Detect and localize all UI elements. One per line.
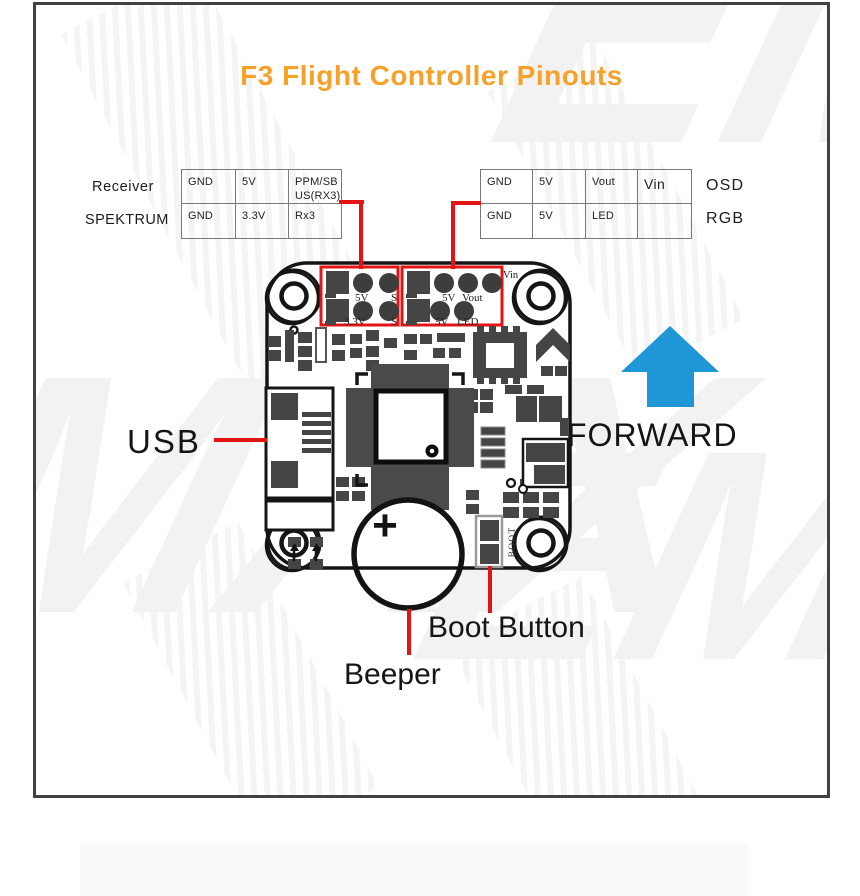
pin-cell: Rx3 <box>295 210 316 222</box>
qfp-chip <box>473 326 527 384</box>
flight-controller-board: 5V S 3.3V S 5V Vout 5V LED <box>264 261 572 611</box>
pin-cell: GND <box>182 204 236 238</box>
pin-cell: 5V <box>236 170 289 204</box>
pad-label: 5V <box>435 316 449 328</box>
pad-label: S <box>391 292 397 304</box>
usb-connector <box>264 386 335 532</box>
pin-cell <box>638 204 691 238</box>
boot-button: BOOT <box>474 477 518 569</box>
pin-cell: 5V <box>533 204 586 238</box>
diagram-frame: EMAX EMAX EMAX F3 Flight Controller Pino… <box>33 2 830 798</box>
beeper-label: Beeper <box>344 658 441 691</box>
beeper-callout-line <box>407 609 411 655</box>
pin-cell: 3.3V <box>236 204 289 238</box>
pad-label: S <box>391 316 397 328</box>
pad-label: 5V <box>442 292 456 304</box>
pin-cell: PPM/SB US(RX3) <box>289 170 341 204</box>
receiver-pinout-table: GND 5V PPM/SB US(RX3) GND 3.3V Rx3 <box>181 169 342 239</box>
pin-cell: Vout <box>586 170 638 204</box>
mcu-chip <box>346 364 474 510</box>
fiducial-brackets <box>355 372 465 487</box>
pad-label: 3.3V <box>344 316 366 328</box>
usb-label: USB <box>127 423 201 460</box>
watermark-text: EMAX <box>465 2 830 215</box>
osd-row-label: OSD <box>706 177 745 194</box>
receiver-connector-line <box>339 200 364 204</box>
page-title: F3 Flight Controller Pinouts <box>240 60 623 91</box>
pin-cell: LED <box>586 204 638 238</box>
forward-arrow-icon <box>621 326 719 407</box>
pin-cell: 5V <box>533 170 586 204</box>
connector-pads <box>480 426 506 469</box>
pin-cell: Vin <box>638 170 691 204</box>
pin-cell: GND <box>481 204 533 238</box>
receiver-row-label: Receiver <box>92 179 155 195</box>
pad-label: LED <box>457 316 478 328</box>
beeper-polarity-mark: + <box>372 501 398 550</box>
chevron-mark-icon <box>536 328 570 362</box>
bottom-strip <box>80 843 748 896</box>
spektrum-row-label: SPEKTRUM <box>85 212 169 228</box>
beeper-circle: + <box>351 497 465 611</box>
osd-connector-line <box>451 201 455 269</box>
pad-label: Vout <box>462 292 483 304</box>
boot-callout-line <box>488 566 492 613</box>
diode-components <box>288 537 323 569</box>
receiver-connector-line <box>359 200 363 269</box>
pin-cell: GND <box>481 170 533 204</box>
forward-label: FORWARD <box>567 417 738 453</box>
pad-label: 5V <box>355 292 369 304</box>
osd-connector-line <box>451 201 481 205</box>
boot-button-label: Boot Button <box>428 611 585 644</box>
rgb-row-label: RGB <box>706 210 745 227</box>
usb-callout-line <box>214 438 267 442</box>
vin-pad-label: Vin <box>503 270 519 281</box>
boot-silkscreen-label: BOOT <box>508 527 518 558</box>
regulator-component <box>518 437 570 494</box>
osd-pinout-table: GND 5V Vout Vin GND 5V LED <box>480 169 692 239</box>
pin-cell: GND <box>182 170 236 204</box>
osd-pads-highlight: 5V Vout 5V LED <box>400 265 504 328</box>
